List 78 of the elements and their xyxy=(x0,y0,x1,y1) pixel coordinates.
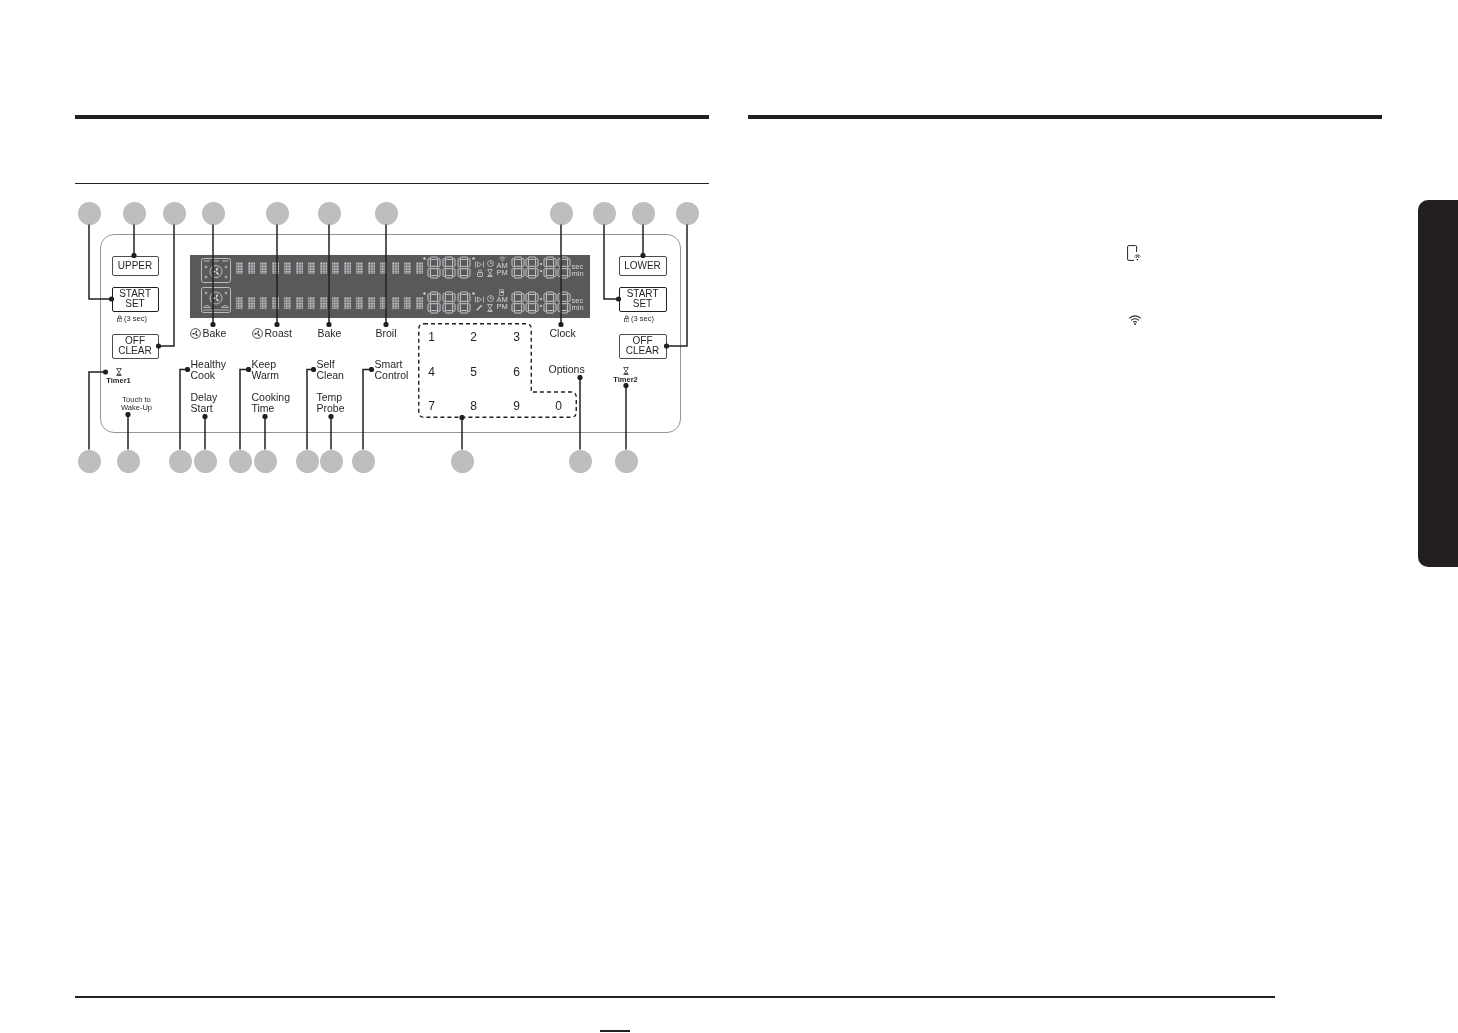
callout-circle xyxy=(319,449,343,473)
callout-circle xyxy=(351,449,375,473)
callout-circle xyxy=(253,449,277,473)
callout-circle xyxy=(568,449,592,473)
leader-line xyxy=(202,413,208,451)
callout-circle xyxy=(675,201,699,225)
leader-line xyxy=(179,366,191,451)
mode-label: Bake xyxy=(202,327,227,339)
function-label: Temp Probe xyxy=(313,388,348,417)
leader-line xyxy=(239,366,252,451)
leader-line xyxy=(623,382,629,451)
control-panel xyxy=(100,234,681,433)
leader-line xyxy=(603,223,622,302)
callout-circle xyxy=(374,201,398,225)
callout-circle xyxy=(295,449,319,473)
off-clear-button: OFF CLEAR xyxy=(111,333,159,359)
callout-circle xyxy=(168,449,192,473)
clock-label: Clock xyxy=(546,324,579,342)
leader-line xyxy=(210,223,216,328)
leader-line xyxy=(125,411,131,451)
function-label: Cooking Time xyxy=(248,388,294,417)
keypad-digit: 8 xyxy=(470,399,477,412)
keypad-digit: 2 xyxy=(470,330,477,343)
leader-line xyxy=(131,223,137,259)
mode-label: Broil xyxy=(372,324,400,342)
callout-circle xyxy=(77,449,101,473)
callout-circle xyxy=(265,201,289,225)
function-label: Self Clean xyxy=(313,355,347,384)
lcd-display xyxy=(189,254,590,318)
keypad-digit: 3 xyxy=(513,330,520,343)
callout-circle xyxy=(450,449,474,473)
leader-line xyxy=(558,223,564,328)
leader-line xyxy=(262,413,268,451)
start-set-button: START SET xyxy=(618,286,667,312)
upper-button: UPPER xyxy=(111,255,159,276)
callout-circle xyxy=(122,201,146,225)
keypad-digit: 4 xyxy=(428,365,435,378)
callout-circle xyxy=(201,201,225,225)
callout-circle xyxy=(592,201,616,225)
side-tab xyxy=(1418,200,1458,567)
callout-circle xyxy=(228,449,252,473)
start-set-button: START SET xyxy=(111,286,159,312)
callout-circle xyxy=(116,449,140,473)
keypad-digit: 9 xyxy=(513,399,520,412)
off-clear-button: OFF CLEAR xyxy=(618,333,667,359)
callout-circle xyxy=(631,201,655,225)
callout-circle xyxy=(77,201,101,225)
lower-button: LOWER xyxy=(618,255,667,276)
keypad-digit: 7 xyxy=(428,399,435,412)
function-label: Delay Start xyxy=(187,388,221,417)
keypad-digit: 5 xyxy=(470,365,477,378)
leader-line xyxy=(326,223,332,328)
keypad-digit: 1 xyxy=(428,330,435,343)
callout-circle xyxy=(317,201,341,225)
function-label: Keep Warm xyxy=(248,355,283,384)
leader-line xyxy=(577,374,583,451)
keypad-digit: 6 xyxy=(513,365,520,378)
leader-line xyxy=(88,223,115,302)
leader-line xyxy=(362,366,375,451)
leader-line xyxy=(155,223,175,349)
callout-circle xyxy=(162,201,186,225)
callout-circle xyxy=(193,449,217,473)
function-label: Healthy Cook xyxy=(187,355,230,384)
mode-label: Roast xyxy=(264,327,292,339)
leader-line xyxy=(640,223,646,259)
mode-label: Bake xyxy=(314,324,345,342)
leader-line xyxy=(306,366,317,451)
leader-line xyxy=(663,223,688,349)
options-label: Options xyxy=(545,360,588,378)
keypad-digit: 0 xyxy=(555,399,562,412)
callout-circle xyxy=(549,201,573,225)
function-label: Smart Control xyxy=(371,355,412,384)
leader-line xyxy=(88,369,109,451)
leader-line xyxy=(383,223,389,328)
callout-circle xyxy=(614,449,638,473)
leader-line xyxy=(274,223,280,328)
leader-line xyxy=(459,414,465,451)
leader-line xyxy=(328,413,334,451)
